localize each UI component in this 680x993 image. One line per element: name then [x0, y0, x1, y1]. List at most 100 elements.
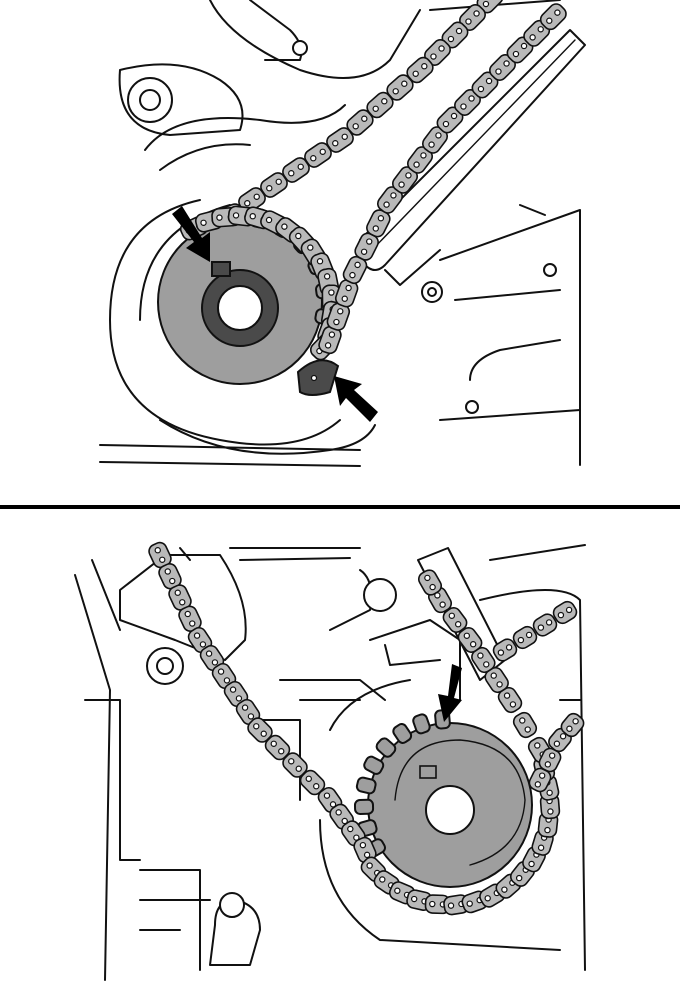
chain-pin: [310, 155, 317, 162]
chain-pin: [528, 860, 535, 868]
chain-link: [512, 711, 538, 739]
alignment-arrow-icon: [438, 664, 462, 722]
chain-pin: [448, 612, 456, 619]
chain-pin: [429, 583, 436, 591]
chain-pin: [159, 556, 166, 563]
chain-pin: [270, 740, 277, 747]
chain-pin: [381, 98, 388, 105]
top-base-curve: [159, 419, 376, 455]
chain-pin: [485, 77, 493, 85]
chain-pin: [519, 717, 526, 724]
chain-pin: [349, 271, 356, 279]
chain-pin: [241, 704, 249, 711]
chain-pin: [565, 606, 573, 614]
chain-pin: [553, 740, 561, 747]
chain-pin: [169, 577, 176, 585]
chain-pin: [189, 620, 196, 627]
chain-pin: [329, 801, 337, 808]
chain-pin: [520, 42, 528, 50]
chain-pin: [566, 725, 573, 732]
chain-pin: [454, 621, 462, 628]
top-cover-curve-2: [159, 143, 251, 171]
chain-pin: [205, 650, 213, 657]
bottom-left-block: [74, 559, 141, 981]
chain-pin: [466, 900, 473, 907]
chain-pin: [328, 289, 335, 296]
chain-pin: [363, 851, 371, 859]
chain-pin: [503, 60, 510, 67]
chain-pin: [442, 120, 450, 128]
chain-pin: [333, 318, 340, 326]
chain-pin: [249, 212, 256, 220]
chain-pin: [295, 232, 302, 240]
chain-pin: [223, 677, 231, 684]
chain-pin: [505, 644, 513, 651]
chain-pin: [424, 574, 431, 582]
chain-pin: [305, 775, 312, 782]
chain-pin: [490, 672, 497, 679]
chain-pin: [278, 748, 285, 755]
chain-link: [492, 638, 518, 662]
top-base-line-1: [99, 444, 361, 451]
top-right-hole-2: [465, 400, 479, 414]
sprocket-tooth: [353, 798, 375, 815]
bottom-bracket-bore: [156, 657, 174, 675]
chain-pin: [341, 133, 348, 140]
top-right-hole-1: [543, 263, 557, 277]
top-cover-curve-1: [144, 104, 346, 151]
chain-pin: [517, 636, 525, 644]
chain-pin: [447, 902, 455, 909]
top-cover-outer: [109, 199, 341, 446]
chain-pin: [428, 141, 435, 148]
chain-pin: [328, 331, 336, 338]
chain-pin: [199, 641, 207, 648]
chain-pin: [390, 192, 397, 199]
chain-pin: [546, 789, 553, 796]
chain-pin: [512, 50, 520, 58]
top-chain-guide: [359, 29, 586, 271]
alignment-arrow-icon: [172, 206, 210, 262]
chain-link: [417, 569, 443, 596]
chain-pin: [174, 589, 181, 596]
chain-pin: [484, 895, 491, 902]
chain-pin: [341, 817, 348, 825]
chain-pin: [345, 284, 352, 292]
bottom-base-hole: [219, 892, 245, 918]
chain-pin: [554, 9, 561, 16]
chain-pin: [392, 88, 399, 95]
bottom-secondary-chain: [492, 600, 585, 793]
chain-pin: [501, 886, 508, 893]
chain-pin: [247, 713, 255, 720]
chain-pin: [394, 887, 401, 894]
top-lug-bore: [139, 89, 161, 111]
bottom-bracket: [119, 554, 247, 661]
chain-pin: [420, 152, 427, 159]
top-right-features: [439, 339, 581, 421]
chain-pin: [538, 772, 546, 779]
chain-pin: [288, 170, 295, 177]
sprocket-tooth: [412, 713, 431, 735]
bottom-upper-boss: [363, 578, 397, 612]
chain-pin: [572, 718, 579, 725]
top-marked-link-pin: [310, 374, 318, 382]
chain-pin: [450, 112, 458, 120]
chain-pin: [184, 610, 191, 618]
alignment-arrow-icon: [334, 376, 378, 422]
chain-pin: [323, 273, 331, 280]
chain-pin: [297, 163, 304, 170]
chain-pin: [216, 214, 223, 221]
bottom-sprocket-ring: [394, 739, 526, 866]
chain-pin: [377, 215, 385, 222]
chain-pin: [266, 185, 273, 192]
chain-pin: [217, 668, 225, 675]
bottom-cover-arc: [319, 679, 561, 951]
chain-pin: [361, 115, 368, 122]
chain-pin: [509, 701, 517, 708]
chain-pin: [468, 95, 475, 102]
chain-pin: [179, 599, 186, 606]
chain-pin: [529, 34, 536, 41]
chain-pin: [335, 809, 342, 816]
chain-pin: [232, 212, 240, 219]
chain-pin: [497, 649, 505, 656]
